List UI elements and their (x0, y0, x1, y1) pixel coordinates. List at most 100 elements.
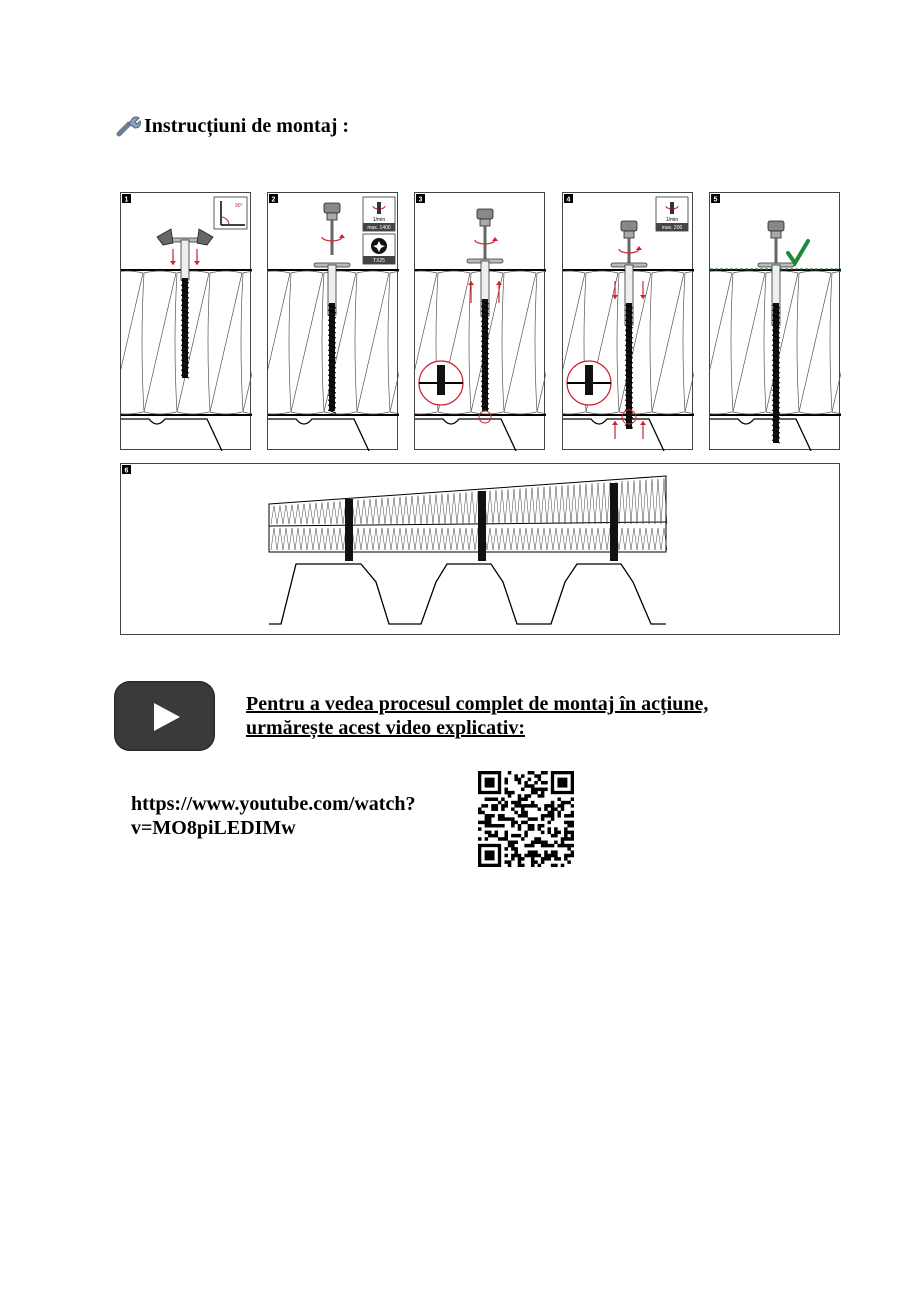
qr-module (554, 807, 558, 811)
insulation-hatch (468, 527, 476, 551)
insulation-hatch (354, 499, 362, 525)
screw-thread (327, 394, 337, 399)
insulation-hatch (618, 481, 626, 525)
qr-module (547, 853, 552, 858)
qr-module (550, 807, 555, 811)
qr-module (570, 810, 575, 815)
qr-module (570, 823, 575, 828)
qr-module (517, 827, 522, 831)
insulation-hatch (510, 527, 518, 551)
insulation-hatch (444, 527, 452, 551)
qr-module (534, 774, 538, 778)
qr-module (511, 820, 515, 825)
qr-module (511, 840, 515, 845)
qr-module (491, 814, 495, 818)
qr-module (507, 840, 512, 845)
qr-module (517, 794, 522, 798)
fastener (345, 499, 353, 561)
screw-thread (327, 359, 337, 364)
screw-thread (771, 394, 781, 399)
drill-chuck (767, 220, 785, 232)
insulation-fiber (141, 272, 145, 413)
insulation-hatch (582, 483, 590, 525)
qr-module (540, 843, 545, 848)
drill-chuck (323, 202, 341, 214)
screw-thread (480, 385, 490, 390)
qr-module (501, 807, 505, 811)
step-panel-3: 3 (414, 192, 546, 451)
qr-code-icon[interactable] (478, 771, 575, 872)
screw-thread (480, 300, 490, 305)
insulation-fiber (437, 270, 471, 415)
qr-module (534, 780, 538, 785)
bit-badge-label: TX25 (373, 258, 385, 264)
insulation-hatch (300, 503, 308, 525)
insulation-hatch (408, 496, 416, 525)
insulation-hatch (276, 527, 284, 551)
qr-module (514, 840, 518, 845)
insulation-hatch (624, 480, 632, 525)
video-description[interactable]: Pentru a vedea procesul complet de monta… (246, 692, 806, 740)
qr-module (524, 794, 528, 798)
insulation-hatch (588, 483, 596, 525)
insulation-hatch (552, 485, 560, 525)
screw-thread (180, 329, 190, 334)
qr-module (481, 810, 485, 815)
rotation-arrow (618, 248, 640, 254)
insulation-fiber (387, 272, 391, 413)
qr-module (521, 820, 525, 825)
qr-module (567, 853, 571, 858)
screw-thread (771, 374, 781, 379)
screw-thread (771, 409, 781, 414)
video-link[interactable]: https://www.youtube.com/watch? v=MO8piLE… (131, 792, 461, 840)
step-3-illustration: 3 (415, 194, 546, 451)
qr-module (514, 804, 518, 808)
insulation-hatch (516, 488, 524, 525)
screw-thread (624, 384, 634, 389)
screw-thread (180, 349, 190, 354)
insulation-hatch (420, 527, 428, 551)
insulation-fiber (536, 271, 546, 414)
qr-module (514, 820, 518, 825)
qr-module (540, 780, 545, 785)
insulation-fiber (732, 270, 766, 415)
qr-module (544, 857, 548, 861)
screw-thread (480, 345, 490, 350)
video-text-line-2: urmărește acest video explicativ: (246, 717, 525, 739)
qr-module (564, 843, 568, 848)
qr-module (514, 850, 518, 854)
qr-module (547, 830, 552, 835)
qr-module (560, 807, 565, 811)
qr-module (557, 814, 561, 818)
insulation-fiber (563, 270, 586, 415)
detail-focus-circle (621, 409, 637, 425)
insulation-hatch (378, 527, 386, 551)
drill-chuck-collar (623, 230, 635, 239)
qr-module (514, 800, 518, 805)
step-number-badge (122, 465, 131, 474)
screw-thread (624, 374, 634, 379)
insulation-hatch (384, 497, 392, 525)
screw-thread (480, 320, 490, 325)
qr-module (554, 830, 558, 835)
insulation-hatch (294, 504, 302, 525)
qr-module (524, 780, 528, 785)
insulation-hatch (330, 527, 338, 551)
qr-module (521, 774, 525, 778)
qr-module (544, 843, 548, 848)
steel-deck-profile (563, 418, 665, 451)
insulation-hatch (618, 527, 626, 551)
insulation-fiber (288, 272, 292, 413)
drill-chuck (620, 220, 638, 232)
qr-module (564, 837, 568, 841)
youtube-play-icon[interactable] (114, 681, 215, 751)
insulation-fiber (268, 270, 291, 415)
qr-module (570, 853, 575, 858)
qr-module (517, 804, 522, 808)
screw-thread (327, 319, 337, 324)
qr-module (487, 830, 492, 835)
insulation-hatch (306, 527, 314, 551)
screw-thread (327, 329, 337, 334)
qr-module (484, 830, 489, 835)
